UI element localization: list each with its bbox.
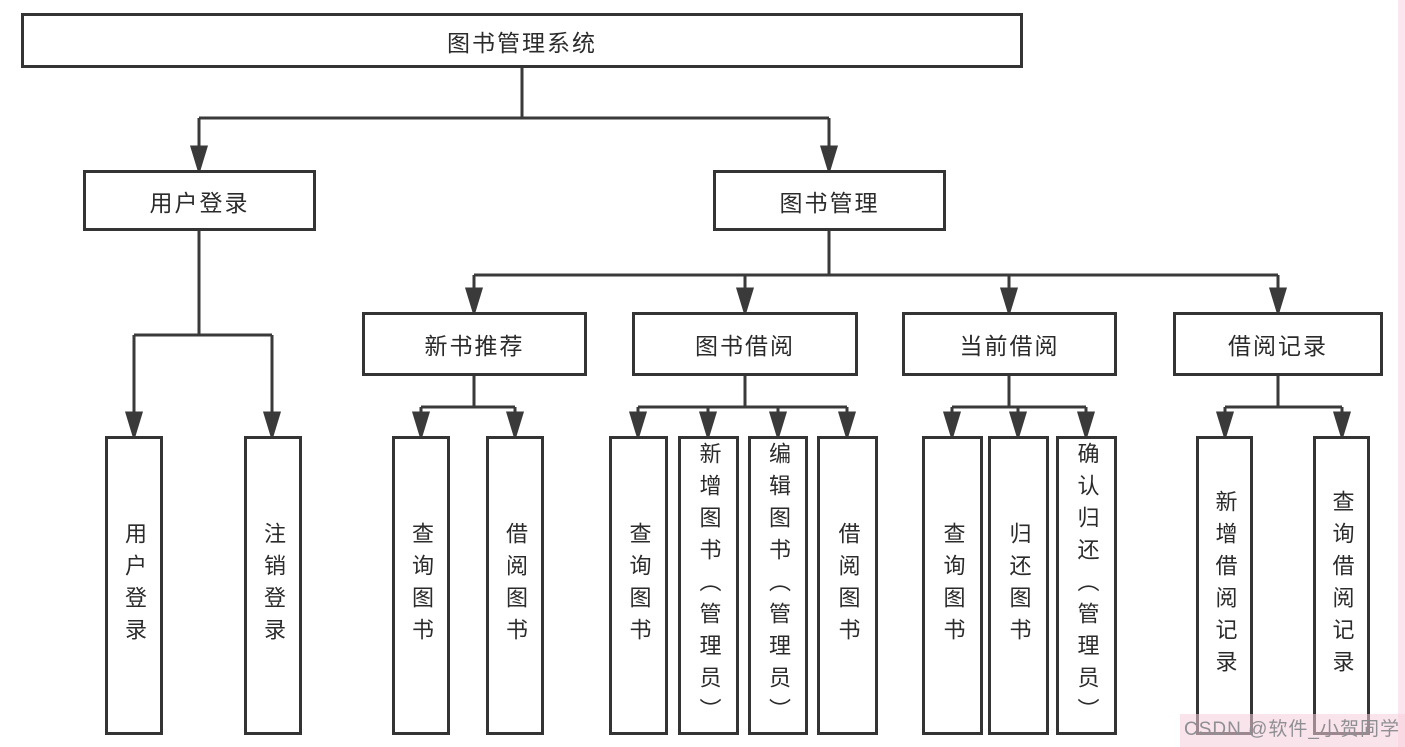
leaf-query-books-recommend: 查询图书 bbox=[392, 436, 450, 735]
connector-records-group bbox=[1215, 376, 1352, 442]
leaf-add-borrow-record: 新增借阅记录 bbox=[1196, 436, 1253, 735]
connector-line bbox=[950, 376, 1088, 416]
leaf-return-books: 归还图书 bbox=[988, 436, 1049, 735]
connector-line bbox=[197, 68, 831, 150]
leaf-query-books-current: 查询图书 bbox=[922, 436, 983, 735]
arrowhead-icon bbox=[262, 411, 282, 442]
leaf-confirm-return-admin: 确认归还（管理员） bbox=[1056, 436, 1117, 735]
connector-current-group bbox=[942, 376, 1096, 442]
leaf-borrow-books-recommend: 借阅图书 bbox=[486, 436, 544, 735]
leaf-query-books-borrow: 查询图书 bbox=[609, 436, 668, 735]
arrowhead-icon bbox=[942, 411, 962, 442]
page-edge-tint bbox=[1398, 0, 1405, 747]
arrowhead-icon bbox=[505, 411, 525, 442]
leaf-edit-books-admin: 编辑图书（管理员） bbox=[748, 436, 808, 735]
arrowhead-icon bbox=[1076, 411, 1096, 442]
node-book-management: 图书管理 bbox=[713, 170, 946, 231]
arrowhead-icon bbox=[735, 287, 755, 318]
leaf-borrow-books: 借阅图书 bbox=[817, 436, 878, 735]
connector-line bbox=[132, 231, 274, 416]
csdn-watermark: CSDN @软件_小贺同学 bbox=[1184, 719, 1400, 740]
arrowhead-icon bbox=[1332, 411, 1352, 442]
arrowhead-icon bbox=[124, 411, 144, 442]
connector-line bbox=[1223, 376, 1344, 416]
arrowhead-icon bbox=[999, 287, 1019, 318]
connector-borrow-group bbox=[628, 376, 857, 442]
node-book-borrow: 图书借阅 bbox=[632, 312, 858, 376]
arrowhead-icon bbox=[698, 411, 718, 442]
connector-root-to-level2 bbox=[189, 68, 839, 176]
node-current-borrow: 当前借阅 bbox=[902, 312, 1117, 376]
connector-recommend-group bbox=[411, 376, 525, 442]
connector-line bbox=[472, 231, 1280, 292]
arrowhead-icon bbox=[1268, 287, 1288, 318]
leaf-add-books-admin: 新增图书（管理员） bbox=[678, 436, 739, 735]
leaf-query-borrow-record: 查询借阅记录 bbox=[1313, 436, 1370, 735]
arrowhead-icon bbox=[1008, 411, 1028, 442]
arrowhead-icon bbox=[411, 411, 431, 442]
arrowhead-icon bbox=[819, 145, 839, 176]
connector-line bbox=[636, 376, 849, 416]
node-new-book-recommend: 新书推荐 bbox=[362, 312, 587, 376]
connector-line bbox=[419, 376, 517, 416]
node-user-login: 用户登录 bbox=[83, 170, 316, 231]
arrowhead-icon bbox=[628, 411, 648, 442]
leaf-logout: 注销登录 bbox=[244, 436, 302, 735]
arrowhead-icon bbox=[768, 411, 788, 442]
arrowhead-icon bbox=[837, 411, 857, 442]
leaf-user-login: 用户登录 bbox=[105, 436, 163, 735]
arrowhead-icon bbox=[464, 287, 484, 318]
connector-login-group bbox=[124, 231, 282, 442]
node-borrow-records: 借阅记录 bbox=[1173, 312, 1383, 376]
connector-management-to-level3 bbox=[464, 231, 1288, 318]
arrowhead-icon bbox=[189, 145, 209, 176]
node-root-system: 图书管理系统 bbox=[21, 13, 1023, 68]
arrowhead-icon bbox=[1215, 411, 1235, 442]
watermark-tint bbox=[1180, 714, 1405, 747]
